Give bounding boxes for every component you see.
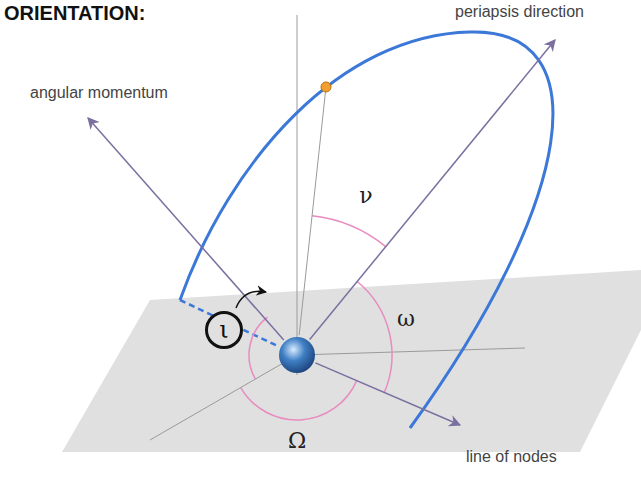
angle-symbol: Ω <box>288 428 306 453</box>
angle-arc <box>357 282 392 393</box>
inclination-circle: ι <box>205 311 243 349</box>
axis-label: angular momentum <box>30 84 168 102</box>
direction-arrow <box>88 118 284 340</box>
direction-arrow <box>310 40 555 340</box>
inclination-arrow <box>236 291 266 308</box>
angle-symbol: ω <box>397 306 415 331</box>
angle-arc <box>312 216 386 247</box>
reference-direction <box>150 355 297 440</box>
axis-label: line of nodes <box>466 448 557 466</box>
angle-symbol: ι <box>219 318 228 342</box>
reference-axis <box>297 348 525 355</box>
orbit-path <box>180 32 553 428</box>
angle-arc <box>241 381 357 420</box>
title: ORIENTATION: <box>4 2 145 25</box>
angle-arc <box>249 317 267 379</box>
reference-plane <box>62 270 641 452</box>
direction-arrow <box>315 363 460 425</box>
reference-axis <box>297 15 298 375</box>
satellite <box>321 82 331 92</box>
angle-symbol: ν <box>359 183 372 208</box>
radius-line <box>299 87 326 335</box>
axis-label: periapsis direction <box>455 3 584 21</box>
earth <box>279 337 315 373</box>
